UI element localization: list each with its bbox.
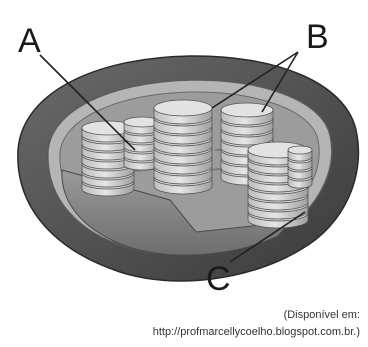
thylakoid-disc-top: [288, 146, 312, 154]
label-a: A: [18, 22, 41, 60]
granum-stack: [154, 100, 212, 194]
thylakoid-disc-top: [154, 100, 212, 116]
source-caption-line-2: http://profmarcellycoelho.blogspot.com.b…: [60, 324, 360, 341]
source-caption: (Disponível em: http://profmarcellycoelh…: [60, 307, 360, 341]
label-c: C: [206, 260, 231, 298]
granum-stack: [288, 146, 312, 188]
thylakoid-disc-top: [221, 103, 273, 117]
source-caption-line-1: (Disponível em:: [60, 307, 360, 324]
label-b: B: [306, 18, 329, 56]
